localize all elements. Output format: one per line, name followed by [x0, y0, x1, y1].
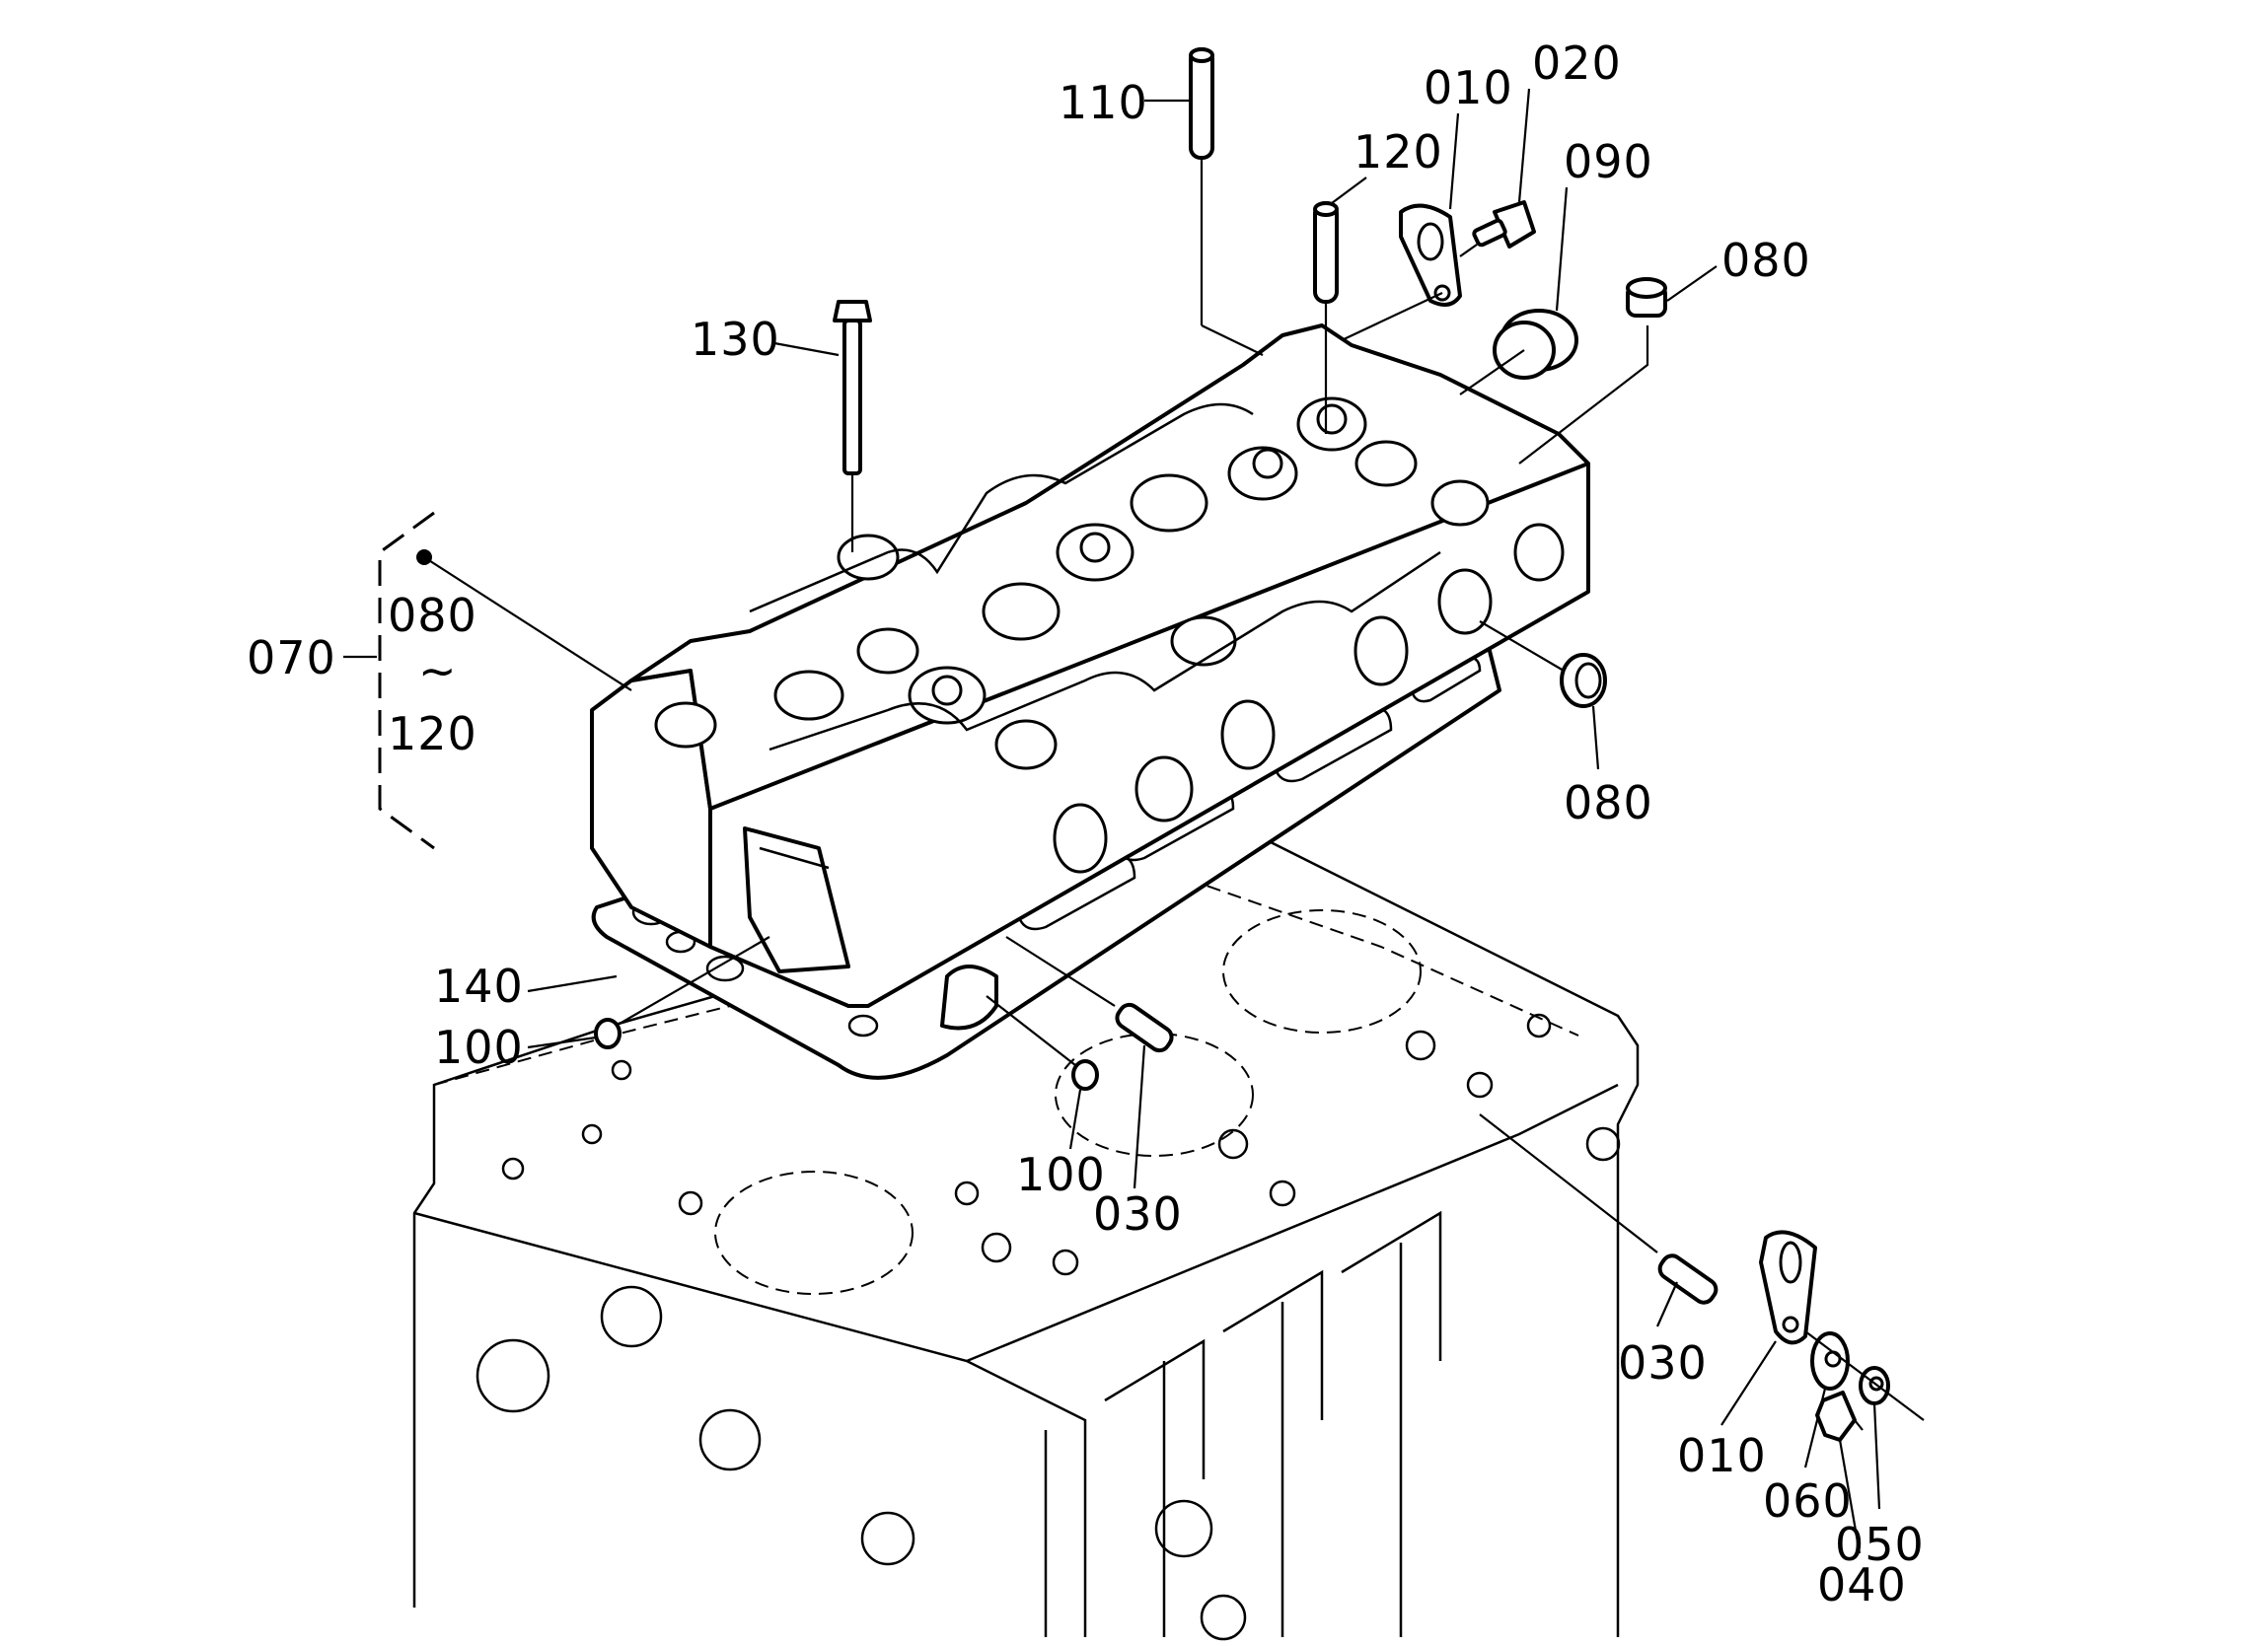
callout-110: 110 — [1059, 76, 1148, 129]
head-bolt — [833, 300, 872, 552]
cylinder-head — [590, 323, 1590, 1008]
callout-120: 120 — [1353, 125, 1443, 179]
callout-130: 130 — [691, 313, 780, 366]
cap-plug — [1459, 309, 1578, 395]
plug-bolt — [1459, 200, 1536, 257]
spring-washer — [1859, 1366, 1890, 1405]
callout-100-mid: 100 — [1016, 1148, 1106, 1201]
callouts: 110 120 010 020 090 080 130 080 140 100 … — [434, 36, 1925, 1611]
hanger-bracket-bottom — [1759, 1230, 1817, 1345]
stud-right — [1479, 1113, 1719, 1305]
group-bracket: 070 080 ~ 120 — [247, 511, 632, 850]
stud-mid — [1005, 936, 1174, 1053]
callout-060: 060 — [1763, 1474, 1853, 1528]
valve-guide-short — [1313, 201, 1339, 434]
group-range-separator: ~ — [418, 644, 458, 697]
callout-010-bottom: 010 — [1677, 1429, 1767, 1482]
callout-080-right: 080 — [1564, 776, 1653, 829]
callout-100-left: 100 — [434, 1021, 524, 1074]
seat-insert-top — [1518, 277, 1667, 465]
callout-010-top: 010 — [1424, 61, 1513, 114]
callout-020: 020 — [1532, 36, 1622, 90]
group-range-start: 080 — [388, 589, 477, 642]
valve-guide-long — [1189, 47, 1264, 356]
callout-030-right: 030 — [1618, 1336, 1708, 1390]
callout-080-top: 080 — [1721, 234, 1811, 287]
callout-090: 090 — [1564, 135, 1653, 188]
callout-label-070: 070 — [247, 631, 336, 684]
callout-030-mid: 030 — [1093, 1187, 1183, 1241]
callout-040: 040 — [1817, 1558, 1907, 1611]
seat-insert-right — [1479, 620, 1607, 708]
dowel-pin-mid — [986, 995, 1099, 1091]
dowel-pin-left — [594, 936, 770, 1049]
group-range-end: 120 — [388, 707, 477, 760]
callout-140: 140 — [434, 960, 524, 1013]
callout-050: 050 — [1835, 1518, 1925, 1571]
hanger-bracket-top — [1341, 203, 1462, 341]
nut — [1815, 1391, 1864, 1442]
